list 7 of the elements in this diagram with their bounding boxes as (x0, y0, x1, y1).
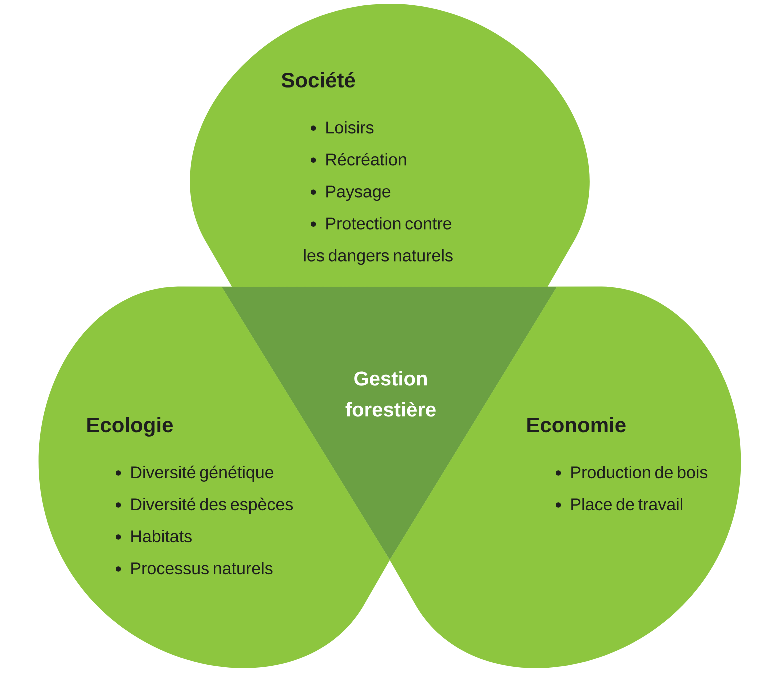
node-label: Loisirs (326, 121, 374, 134)
node-label: Paysage (326, 186, 391, 202)
node-label: Société (282, 72, 356, 88)
node-label: Récréation (326, 153, 406, 166)
node-label: Ecologie (88, 417, 174, 437)
node-label: Habitats (132, 530, 192, 543)
node-label: Protection contre les dangers naturels (304, 217, 453, 266)
